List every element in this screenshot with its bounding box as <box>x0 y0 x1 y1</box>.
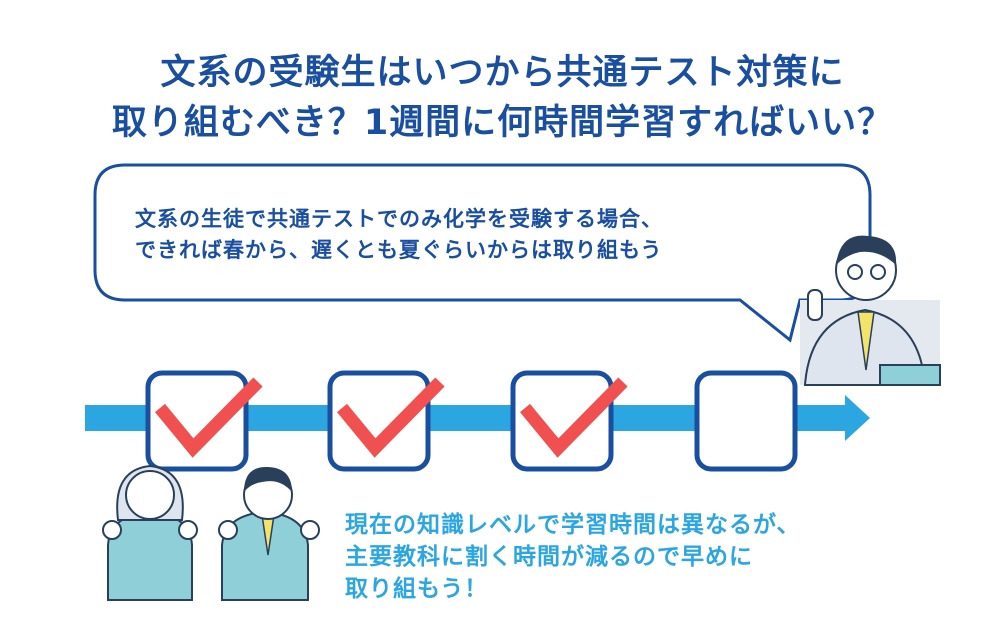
timeline-checkbox <box>510 370 614 472</box>
message-line-1: 現在の知識レベルで学習時間は異なるが、 <box>345 512 801 538</box>
teacher-illustration <box>800 235 941 386</box>
speech-bubble-line-2: できれば春から、遅くとも夏ぐらいからは取り組もう <box>135 238 663 262</box>
title-line-1: 文系の受験生はいつから共通テスト対策に <box>160 53 845 93</box>
speech-bubble <box>93 163 872 343</box>
message-line-3: 取り組もう！ <box>345 576 489 602</box>
timeline-checkbox <box>145 370 249 472</box>
message-line-2: 主要教科に割く時間が減るので早めに <box>345 544 753 570</box>
speech-bubble-line-1: 文系の生徒で共通テストでのみ化学を受験する場合、 <box>135 207 663 231</box>
checkmark-icon <box>336 377 445 458</box>
male-student-illustration <box>218 466 320 601</box>
timeline-arrow-head <box>845 395 870 441</box>
checkmark-icon <box>519 377 628 458</box>
timeline-checkbox <box>327 370 431 472</box>
checkmark-icon <box>154 377 263 458</box>
timeline-checkbox <box>694 370 798 472</box>
female-student-illustration <box>102 464 198 601</box>
title-line-2: 取り組むべき？1週間に何時間学習すればいい？ <box>111 103 894 143</box>
